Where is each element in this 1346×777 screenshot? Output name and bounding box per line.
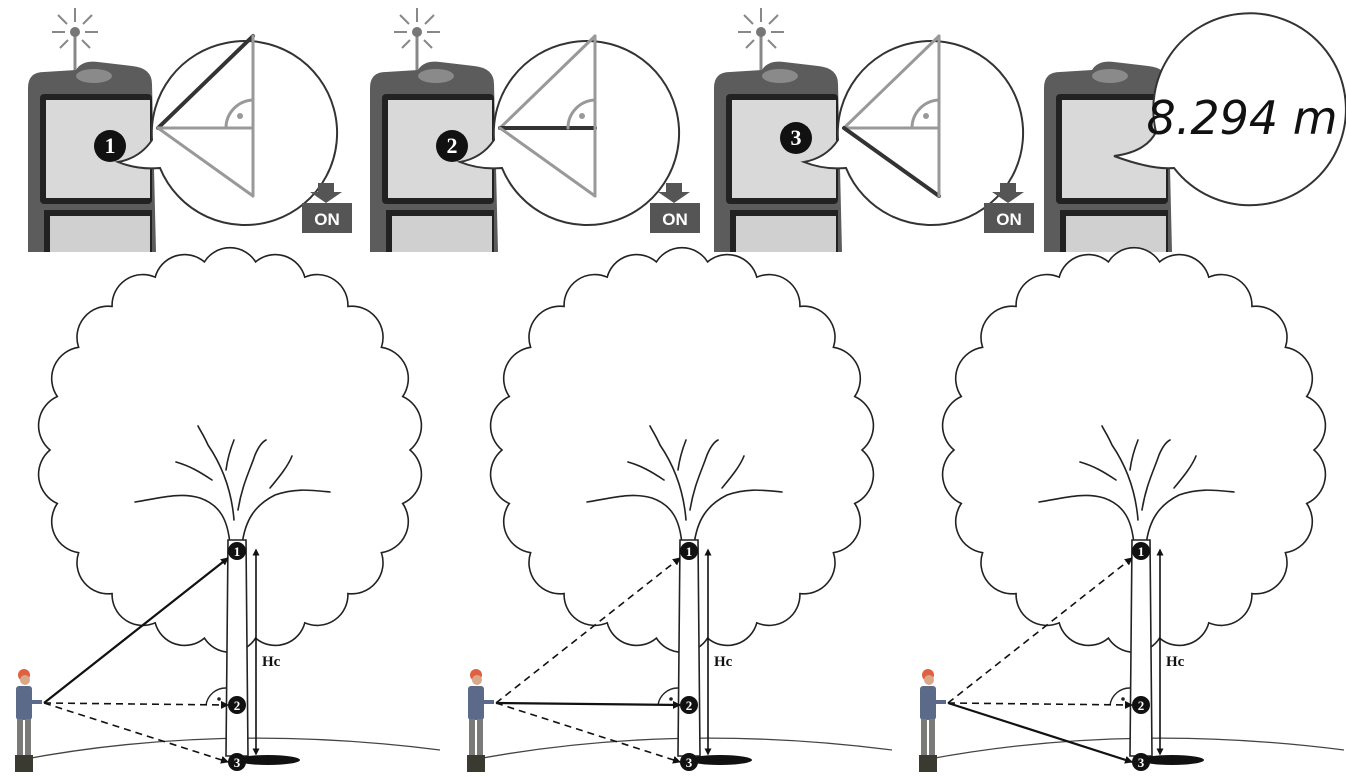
- svg-text:1: 1: [686, 544, 693, 559]
- svg-text:3: 3: [686, 755, 693, 770]
- svg-text:2: 2: [1138, 698, 1145, 713]
- measure-line-3: [44, 703, 228, 762]
- svg-text:ON: ON: [996, 210, 1022, 229]
- point-badge-3: 3: [228, 753, 246, 771]
- point-badge-2: 2: [228, 696, 246, 714]
- point-badge-3: 3: [680, 753, 698, 771]
- marker-badge-2: 2: [436, 130, 468, 162]
- tree-trunk: [678, 540, 700, 756]
- svg-text:ON: ON: [314, 210, 340, 229]
- height-label: Hc: [262, 654, 281, 670]
- right-angle-mark: [1110, 688, 1130, 705]
- measure-line-2: [948, 703, 1132, 705]
- tree-trunk: [1130, 540, 1152, 756]
- tree-scene-1: Hc 1 2 3: [15, 248, 440, 772]
- right-angle-dot: [217, 697, 221, 701]
- tree-scenes: Hc 1 2 3 Hc 1 2 3 Hc 1 2 3: [15, 248, 1344, 772]
- device-panel-step-1: 1: [28, 8, 337, 252]
- right-angle-mark: [206, 688, 226, 705]
- device-panel-step-3: 3: [714, 8, 1023, 252]
- measure-line-2: [496, 703, 680, 705]
- device-panel-step-2: 2: [370, 8, 679, 252]
- svg-text:1: 1: [234, 544, 241, 559]
- right-angle-dot: [1121, 697, 1125, 701]
- right-angle-mark: [658, 688, 678, 705]
- tree-scene-2: Hc 1 2 3: [467, 248, 892, 772]
- svg-text:3: 3: [1138, 755, 1145, 770]
- device-panel-result: 8.294 m: [1044, 13, 1346, 252]
- svg-text:3: 3: [234, 755, 241, 770]
- measure-line-3: [948, 703, 1132, 762]
- svg-text:2: 2: [686, 698, 693, 713]
- marker-badge-1: 1: [94, 130, 126, 162]
- svg-text:1: 1: [1138, 544, 1145, 559]
- point-badge-1: 1: [228, 542, 246, 560]
- height-label: Hc: [714, 654, 733, 670]
- measure-line-3: [496, 703, 680, 762]
- tree-trunk: [226, 540, 248, 756]
- svg-text:2: 2: [447, 133, 458, 158]
- point-badge-2: 2: [1132, 696, 1150, 714]
- point-badge-2: 2: [680, 696, 698, 714]
- result-display: 8.294 m: [1146, 91, 1337, 145]
- right-angle-dot: [669, 697, 673, 701]
- height-label: Hc: [1166, 654, 1185, 670]
- marker-badge-3: 3: [780, 122, 812, 154]
- svg-text:2: 2: [234, 698, 241, 713]
- point-badge-1: 1: [680, 542, 698, 560]
- point-badge-3: 3: [1132, 753, 1150, 771]
- point-badge-1: 1: [1132, 542, 1150, 560]
- svg-text:1: 1: [105, 133, 116, 158]
- svg-text:ON: ON: [662, 210, 688, 229]
- tree-scene-3: Hc 1 2 3: [919, 248, 1344, 772]
- measure-line-2: [44, 703, 228, 705]
- svg-text:3: 3: [791, 125, 802, 150]
